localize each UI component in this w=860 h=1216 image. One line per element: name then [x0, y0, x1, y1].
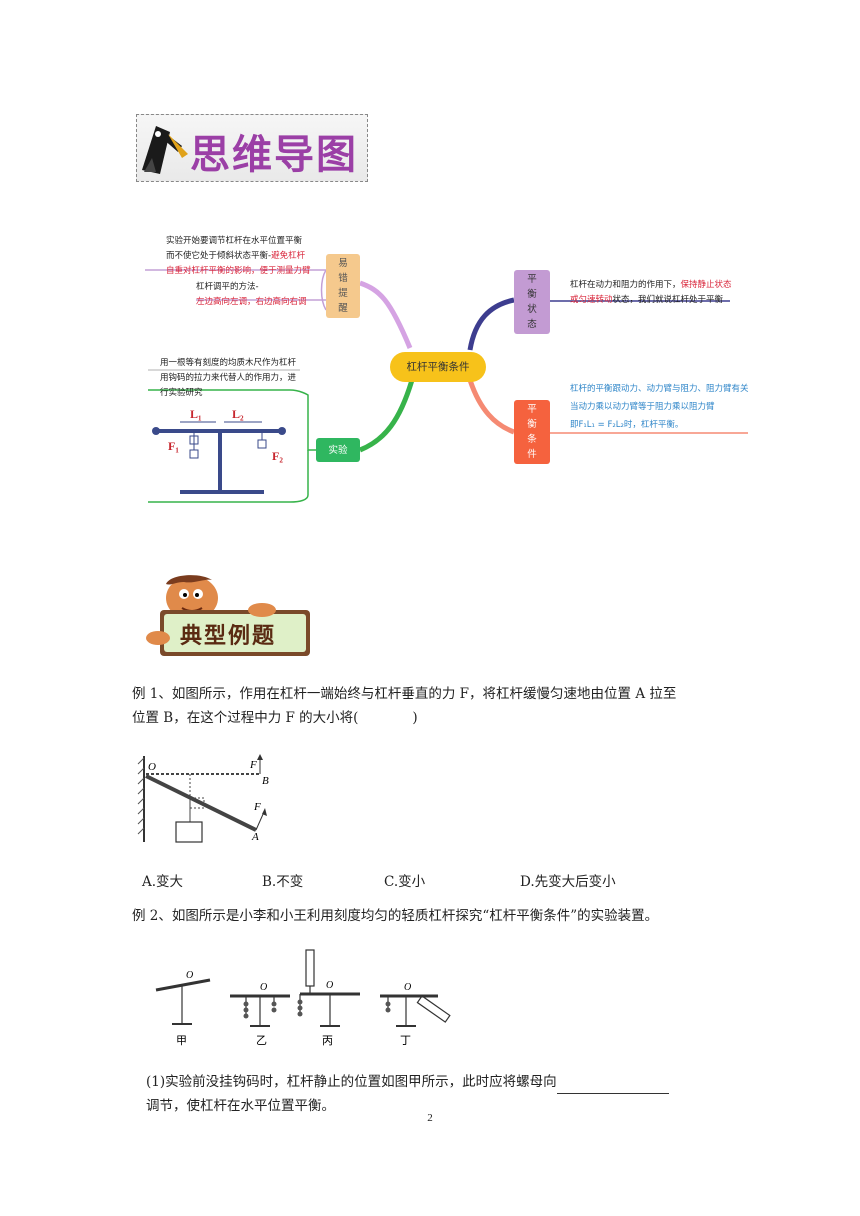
- easy-error-note-1-line2: 而不使它处于倾斜状态平衡-避免杠杆: [166, 249, 311, 264]
- fig2-label-jia: 甲: [176, 1035, 187, 1047]
- fig2-o-ding: O: [404, 982, 411, 993]
- balance-state-char-3: 状: [527, 304, 537, 315]
- example1-option-b[interactable]: B.不变: [262, 874, 304, 890]
- label-l1: L₁: [190, 407, 202, 421]
- balance-condition-line2: 当动力乘以动力臂等于阻力乘以阻力臂: [570, 402, 715, 412]
- experiment-note: 用一根等有刻度的均质木尺作为杠杆 用钩码的拉力来代替人的作用力，进 行实验研究: [160, 356, 296, 401]
- cartoon-mascot-icon: [146, 575, 310, 656]
- easy-error-char-1: 易: [338, 258, 348, 269]
- balance-condition-char-3: 条: [527, 434, 537, 445]
- balance-state-line1: 杠杆在动力和阻力的作用下，保持静止状态: [570, 278, 732, 293]
- center-node: 杠杆平衡条件: [390, 352, 486, 382]
- label-f1: F₁: [168, 439, 179, 453]
- balance-state-line2-a: 或匀速转动: [570, 295, 613, 305]
- fig2-o-yi: O: [260, 982, 267, 993]
- balance-state-char-1: 平: [527, 274, 537, 285]
- penguin-pen-icon: [142, 126, 188, 174]
- fig2-o-bing: O: [326, 980, 333, 991]
- experiment-node: 实验: [316, 438, 360, 462]
- easy-error-note-1: 实验开始要调节杠杆在水平位置平衡 而不使它处于倾斜状态平衡-避免杠杆 自重对杠杆…: [166, 234, 311, 279]
- example2-question1-line2: 调节，使杠杆在水平位置平衡。: [146, 1098, 335, 1114]
- balance-state-char-4: 态: [527, 319, 537, 330]
- typical-examples-title: 典型例题: [180, 623, 277, 649]
- lever-experiment-figure: L₁ L₂ F₁ F₂: [152, 407, 286, 494]
- fig2-label-bing: 丙: [322, 1035, 333, 1047]
- balance-condition-line1: 杠杆的平衡跟动力、动力臂与阻力、阻力臂有关: [570, 384, 749, 394]
- balance-state-line2: 或匀速转动状态，我们就说杠杆处于平衡: [570, 293, 732, 308]
- easy-error-char-2: 错: [338, 273, 348, 284]
- mindmap-connectors: [145, 269, 748, 503]
- example1-lever-figure: O F B F A: [137, 754, 269, 843]
- balance-state-char-2: 衡: [527, 289, 537, 300]
- easy-error-note-2: 杠杆调平的方法- 左边高向左调，右边高向右调: [196, 280, 307, 310]
- easy-error-note-1-line2-b: 避免杠杆: [271, 251, 306, 261]
- fig1-label-f-top: F: [249, 759, 257, 771]
- fig2-label-yi: 乙: [256, 1034, 267, 1047]
- balance-condition-note: 杠杆的平衡跟动力、动力臂与阻力、阻力臂有关 当动力乘以动力臂等于阻力乘以阻力臂 …: [570, 380, 749, 434]
- label-l2: L₂: [232, 407, 244, 421]
- fig1-label-f-bottom: F: [253, 801, 261, 813]
- easy-error-note-1-line3: 自重对杠杆平衡的影响，便于测量力臂: [166, 266, 311, 276]
- balance-condition-line3: 即F₁L₁ = F₂L₂时，杠杆平衡。: [570, 420, 684, 430]
- balance-condition-char-4: 件: [527, 449, 537, 460]
- fig1-label-b: B: [262, 775, 269, 787]
- easy-error-char-4: 醒: [338, 303, 348, 314]
- balance-condition-char-2: 衡: [527, 419, 537, 430]
- example1-line2: 位置 B，在这个过程中力 F 的大小将( ): [132, 710, 418, 726]
- balance-state-line1-a: 杠杆在动力和阻力的作用下，: [570, 280, 681, 290]
- fig1-label-o: O: [148, 761, 156, 773]
- balance-state-note: 杠杆在动力和阻力的作用下，保持静止状态 或匀速转动状态，我们就说杠杆处于平衡: [570, 278, 732, 308]
- fig2-label-ding: 丁: [400, 1035, 411, 1047]
- balance-state-node: 平 衡 状 态: [514, 270, 550, 334]
- experiment-note-line1: 用一根等有刻度的均质木尺作为杠杆: [160, 358, 297, 368]
- balance-state-line1-b: 保持静止状态: [680, 280, 732, 290]
- balance-condition-node: 平 衡 条 件: [514, 400, 550, 464]
- balance-state-line2-b: 状态，我们就说杠杆处于平衡: [612, 295, 724, 305]
- example2-text: 例 2、如图所示是小李和小王利用刻度均匀的轻质杠杆探究“杠杆平衡条件”的实验装置…: [132, 908, 659, 924]
- experiment-note-line3: 行实验研究: [160, 388, 203, 398]
- balance-condition-char-1: 平: [527, 404, 537, 415]
- fig1-label-a: A: [251, 831, 259, 843]
- example1-option-d[interactable]: D.先变大后变小: [520, 874, 616, 890]
- easy-error-node: 易 错 提 醒: [326, 254, 360, 318]
- easy-error-note-1-line1: 实验开始要调节杠杆在水平位置平衡: [166, 236, 303, 246]
- experiment-note-line2: 用钩码的拉力来代替人的作用力，进: [160, 373, 297, 383]
- fig2-o-jia: O: [186, 970, 193, 981]
- label-f2: F₂: [272, 449, 283, 463]
- example1-option-a[interactable]: A.变大: [142, 874, 184, 890]
- answer-blank-1[interactable]: [556, 1077, 669, 1094]
- example2-figures: O 甲 O 乙 O 丙 O 丁: [155, 949, 451, 1047]
- easy-error-note-2-line2: 左边高向左调，右边高向右调: [196, 297, 307, 307]
- example2-question1-line1: (1)实验前没挂钩码时，杠杆静止的位置如图甲所示，此时应将螺母向: [146, 1070, 766, 1094]
- easy-error-note-2-line1: 杠杆调平的方法-: [196, 282, 259, 292]
- mindmap-banner-title: 思维导图: [190, 132, 358, 178]
- example1-option-c[interactable]: C.变小: [384, 874, 426, 890]
- example1-line1: 例 1、如图所示，作用在杠杆一端始终与杠杆垂直的力 F，将杠杆缓慢匀速地由位置 …: [132, 686, 677, 702]
- easy-error-note-1-line2-a: 而不使它处于倾斜状态平衡-: [166, 251, 272, 261]
- example2-question1-text: (1)实验前没挂钩码时，杠杆静止的位置如图甲所示，此时应将螺母向: [146, 1074, 557, 1090]
- example2-question1: (1)实验前没挂钩码时，杠杆静止的位置如图甲所示，此时应将螺母向 调节，使杠杆在…: [146, 1070, 766, 1118]
- page-number: 2: [427, 1112, 433, 1124]
- example1-text: 例 1、如图所示，作用在杠杆一端始终与杠杆垂直的力 F，将杠杆缓慢匀速地由位置 …: [132, 682, 752, 730]
- easy-error-char-3: 提: [338, 288, 348, 299]
